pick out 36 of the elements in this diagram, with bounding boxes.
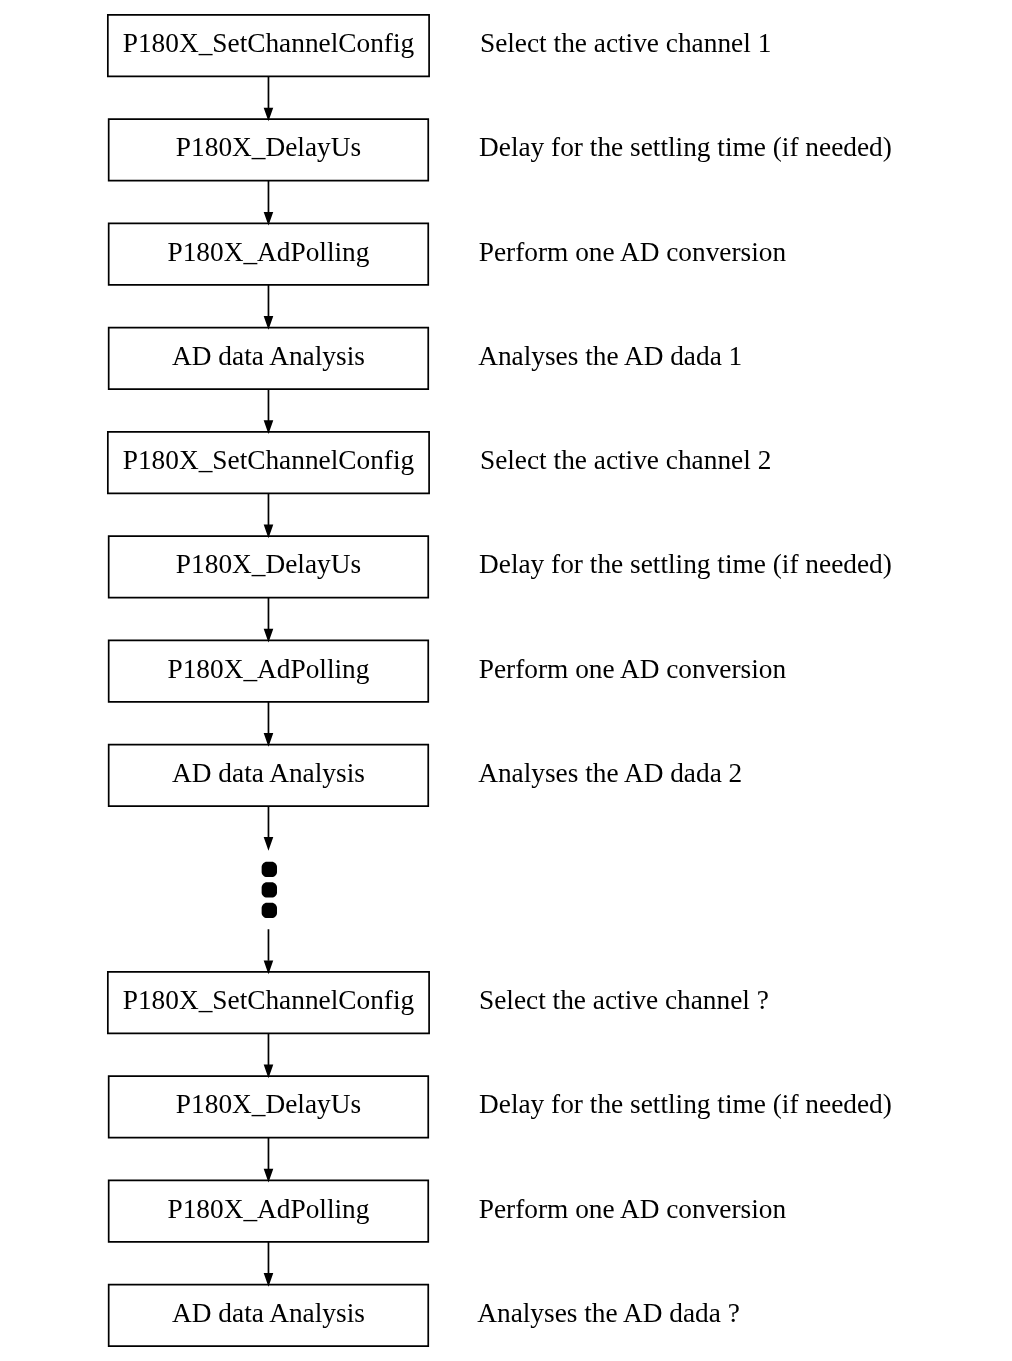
arrow bbox=[263, 928, 274, 975]
node-box: P180X_SetChannelConfig bbox=[107, 431, 430, 495]
arrow bbox=[263, 284, 274, 330]
arrow bbox=[263, 805, 274, 851]
node-box: P180X_AdPolling bbox=[107, 222, 430, 286]
arrow bbox=[263, 1241, 274, 1287]
node-box: AD data Analysis bbox=[107, 743, 430, 807]
node-label: Select the active channel 2 bbox=[479, 445, 772, 476]
node-box: P180X_SetChannelConfig bbox=[107, 14, 430, 78]
node-label: Analyses the AD dada 1 bbox=[478, 340, 743, 371]
node-box: P180X_AdPolling bbox=[107, 1179, 430, 1243]
node-box: AD data Analysis bbox=[107, 326, 430, 390]
arrow bbox=[263, 701, 274, 747]
node-label: Delay for the settling time (if needed) bbox=[479, 1089, 892, 1120]
arrow bbox=[263, 596, 274, 643]
node-box: AD data Analysis bbox=[107, 1283, 430, 1347]
node-box: P180X_DelayUs bbox=[107, 1075, 430, 1139]
node-box: P180X_AdPolling bbox=[107, 639, 430, 703]
node-label: Perform one AD conversion bbox=[478, 236, 787, 267]
node-label: Delay for the settling time (if needed) bbox=[479, 132, 892, 163]
arrow bbox=[263, 492, 274, 539]
node-label: Select the active channel 1 bbox=[479, 28, 772, 59]
node-label: Delay for the settling time (if needed) bbox=[479, 549, 892, 580]
node-box: P180X_DelayUs bbox=[107, 118, 430, 182]
arrow bbox=[263, 1136, 274, 1183]
node-box: P180X_DelayUs bbox=[107, 535, 430, 599]
node-label: Perform one AD conversion bbox=[478, 1193, 787, 1224]
node-label: Select the active channel ? bbox=[479, 985, 769, 1016]
node-label: Analyses the AD dada 2 bbox=[478, 757, 743, 788]
node-label: Perform one AD conversion bbox=[478, 653, 787, 684]
arrow bbox=[263, 179, 274, 226]
node-box: P180X_SetChannelConfig bbox=[107, 971, 430, 1035]
arrow bbox=[263, 388, 274, 435]
arrow bbox=[263, 1032, 274, 1079]
node-label: Analyses the AD dada ? bbox=[477, 1297, 740, 1328]
arrow bbox=[263, 75, 274, 122]
